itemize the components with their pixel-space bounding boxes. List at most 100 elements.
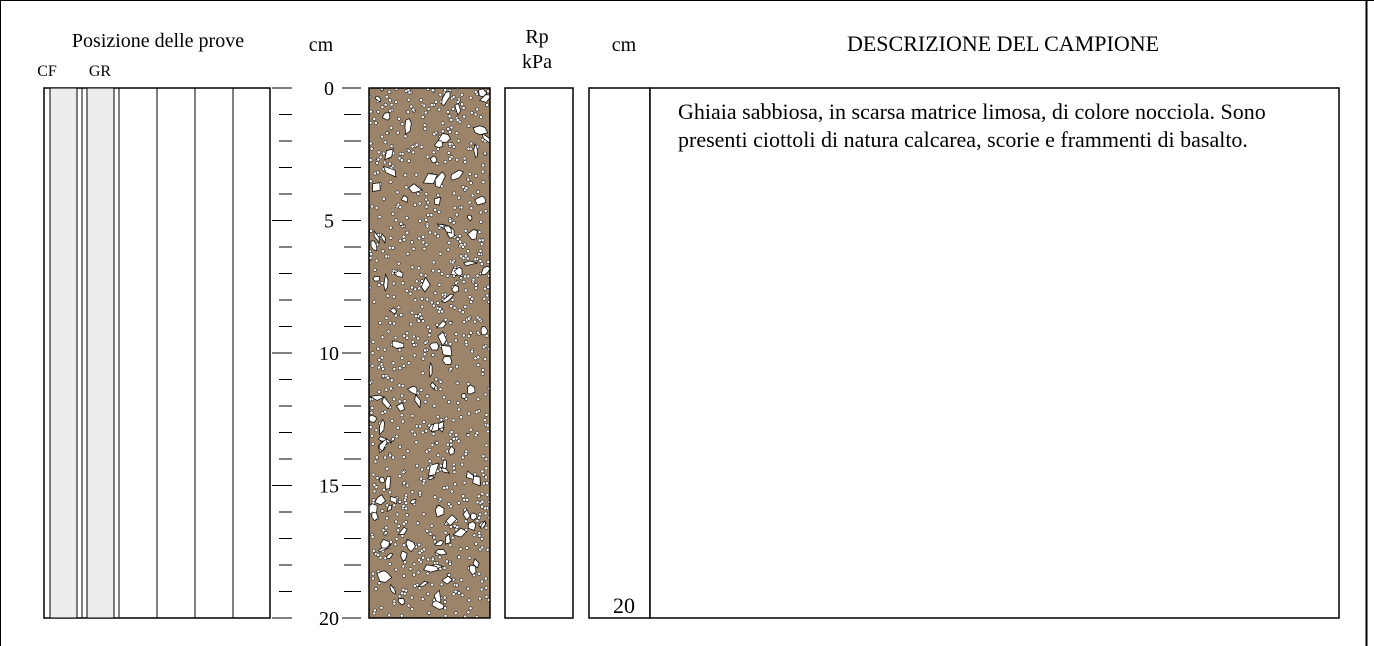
sand-grain (476, 330, 480, 335)
sand-grain (410, 490, 415, 494)
sand-grain (388, 98, 392, 103)
sand-grain (443, 606, 448, 611)
sand-grain (455, 237, 460, 242)
sand-grain (411, 107, 416, 112)
sand-grain (475, 519, 480, 523)
sand-grain (400, 122, 405, 126)
sand-grain (484, 466, 489, 471)
gravel-clast (389, 583, 397, 595)
sand-grain (385, 375, 390, 380)
sand-grain (484, 333, 489, 338)
sand-grain (388, 490, 392, 495)
gravel-clast (395, 402, 405, 412)
sand-grain (374, 428, 379, 433)
gravel-clast (436, 320, 447, 329)
sand-grain (408, 567, 413, 571)
gravel-clast (397, 598, 406, 606)
sand-grain (376, 346, 381, 351)
sand-grain (481, 345, 486, 350)
sand-grain (377, 581, 382, 585)
sand-grain (374, 121, 378, 125)
sand-grain (421, 240, 426, 245)
depth-label-0: 0 (324, 78, 334, 100)
sand-grain (388, 540, 393, 544)
gravel-clast (434, 504, 445, 518)
gravel-clast (448, 445, 455, 456)
sand-grain (482, 418, 487, 422)
sand-grain (399, 313, 403, 317)
sand-grain (472, 319, 477, 324)
sand-grain (383, 455, 387, 460)
gravel-clast (369, 394, 385, 401)
gravel-clast (462, 508, 471, 521)
sand-grain (484, 457, 489, 462)
sand-grain (396, 261, 401, 266)
sand-grain (419, 145, 424, 149)
sand-grain (405, 449, 410, 453)
sand-grain (391, 361, 396, 366)
sand-grain (474, 283, 478, 287)
sand-grain (467, 200, 472, 205)
sand-grain (443, 160, 448, 164)
sand-grain (438, 387, 443, 392)
gravel-clast (462, 260, 479, 267)
sand-grain (445, 274, 450, 278)
sand-grain (459, 92, 464, 97)
sand-grain (477, 571, 482, 576)
gravel-clast (441, 356, 452, 365)
sand-grain (381, 151, 386, 156)
sand-grain (411, 247, 416, 251)
sand-grain (479, 587, 484, 592)
sand-grain (480, 372, 485, 376)
sand-grain (477, 238, 482, 243)
sand-grain (404, 185, 409, 190)
sand-grain (447, 142, 452, 146)
sand-grain (384, 316, 389, 320)
sand-grain (443, 292, 448, 297)
sand-grain (440, 121, 445, 126)
sand-grain (400, 534, 405, 538)
sand-grain (372, 117, 377, 121)
sand-grain (486, 89, 490, 94)
sand-grain (392, 397, 396, 402)
sand-grain (483, 392, 488, 397)
sand-grain (433, 495, 437, 500)
sand-grain (442, 395, 446, 400)
sand-grain (416, 319, 421, 323)
sand-grain (433, 291, 438, 296)
sand-grain (383, 102, 388, 107)
sand-grain (424, 218, 428, 222)
sand-grain (387, 245, 392, 250)
sand-grain (372, 299, 377, 304)
sand-grain (422, 547, 426, 552)
sand-grain (467, 295, 472, 299)
sand-grain (459, 415, 463, 419)
sand-grain (424, 429, 429, 433)
gravel-clast (393, 270, 404, 278)
right-depth-label: 20 (613, 593, 635, 618)
sand-grain (422, 103, 427, 108)
sand-grain (459, 578, 464, 582)
sand-grain (422, 352, 427, 357)
sand-grain (414, 172, 419, 177)
sand-grain (389, 144, 394, 149)
gravel-clast (428, 462, 440, 477)
sand-grain (457, 195, 461, 200)
sand-grain (377, 389, 382, 394)
gravel-clast (378, 476, 386, 484)
gravel-clast (373, 229, 380, 244)
sand-grain (388, 236, 393, 240)
sand-grain (403, 173, 408, 177)
sand-grain (469, 206, 474, 211)
sand-grain (486, 285, 490, 289)
sand-grain (439, 582, 444, 587)
sand-grain (396, 524, 401, 528)
positions-title: Posizione delle prove (72, 30, 244, 52)
sand-grain (460, 102, 464, 107)
sand-grain (477, 531, 482, 535)
lithology-column (368, 87, 491, 619)
gravel-clast (380, 538, 390, 549)
sand-grain (423, 399, 428, 404)
gravel-clast (404, 118, 412, 135)
